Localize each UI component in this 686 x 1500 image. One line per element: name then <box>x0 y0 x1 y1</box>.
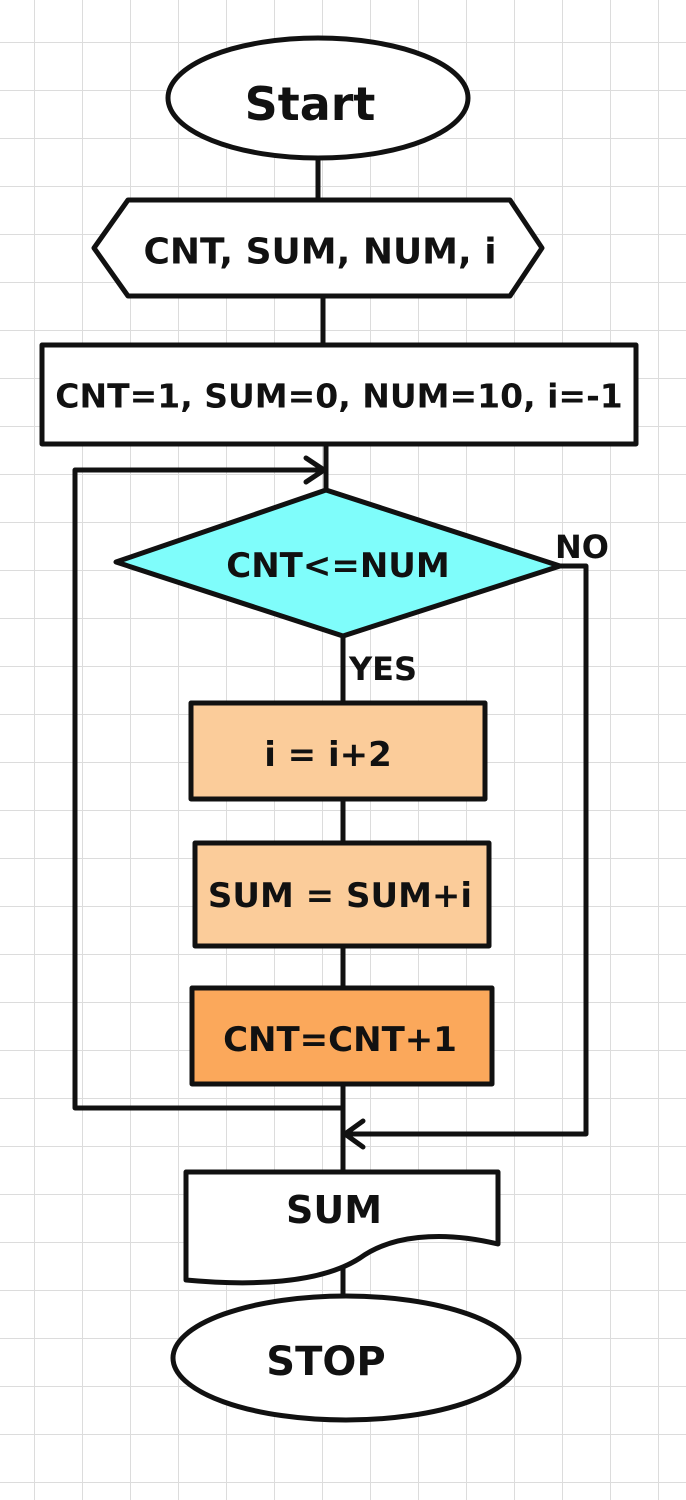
step-sum-shape <box>192 840 492 949</box>
node-step-cnt: CNT=CNT+1 <box>189 985 495 1087</box>
node-step-i: i = i+2 <box>188 700 488 802</box>
stop-shape <box>170 1293 522 1423</box>
edge-loop-back <box>72 467 346 1111</box>
condition-shape <box>113 487 563 639</box>
step-cnt-label: CNT=CNT+1 <box>223 1020 457 1060</box>
init-shape <box>39 342 639 447</box>
yes-label: YES <box>348 650 417 688</box>
declare-shape <box>91 197 545 299</box>
node-condition: CNT<=NUM <box>113 487 563 639</box>
node-output: SUM <box>183 1169 501 1286</box>
no-label: NO <box>555 528 609 566</box>
start-shape <box>165 35 471 161</box>
step-sum-label: SUM = SUM+i <box>208 876 472 916</box>
step-cnt-shape <box>189 985 495 1087</box>
node-init: CNT=1, SUM=0, NUM=10, i=-1 <box>39 342 639 447</box>
loop-back-arrow-head <box>303 455 327 485</box>
step-i-label: i = i+2 <box>264 735 392 775</box>
init-label: CNT=1, SUM=0, NUM=10, i=-1 <box>55 377 623 416</box>
node-stop: STOP <box>170 1293 522 1423</box>
no-branch-arrow-head <box>342 1118 366 1150</box>
condition-label: CNT<=NUM <box>226 546 449 586</box>
declare-label: CNT, SUM, NUM, i <box>143 232 496 273</box>
edge-no-branch <box>344 563 589 1137</box>
node-start: Start <box>165 35 471 161</box>
stop-label: STOP <box>266 1339 385 1385</box>
output-shape <box>183 1169 501 1286</box>
output-label: SUM <box>286 1188 382 1232</box>
node-step-sum: SUM = SUM+i <box>192 840 492 949</box>
node-declare: CNT, SUM, NUM, i <box>91 197 545 299</box>
flowchart-edges <box>72 155 589 1315</box>
step-i-shape <box>188 700 488 802</box>
start-label: Start <box>245 77 376 131</box>
